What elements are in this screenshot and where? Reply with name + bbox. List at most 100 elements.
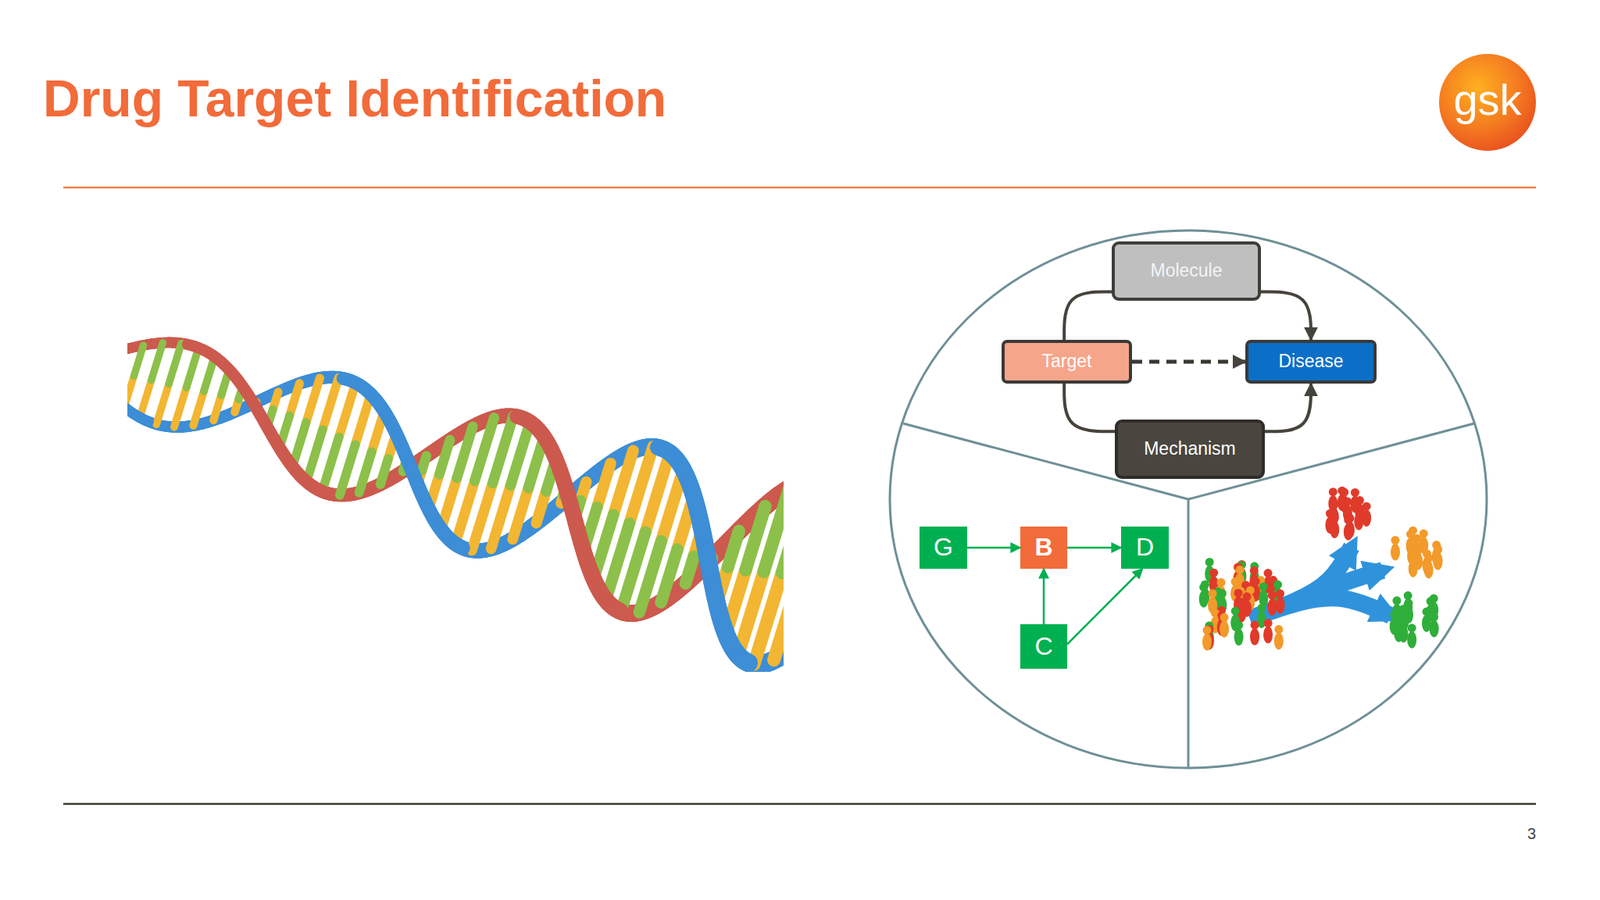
slide-title: Drug Target Identification xyxy=(42,72,667,125)
connector-arrow xyxy=(967,546,1021,550)
person-head xyxy=(1234,621,1243,630)
person-body xyxy=(1343,523,1354,541)
person-body xyxy=(1399,625,1409,643)
person-figure xyxy=(1202,625,1212,651)
footer-rule xyxy=(63,803,1536,806)
node-text: Molecule xyxy=(1150,260,1222,281)
person-head xyxy=(1414,545,1423,554)
logo-text: gsk xyxy=(1439,78,1536,122)
connector-arrow xyxy=(1042,568,1046,625)
node-text: G xyxy=(933,533,954,561)
mechanism-box: Mechanism xyxy=(1114,419,1265,479)
person-figure xyxy=(1328,487,1338,513)
helix-strand xyxy=(618,602,621,620)
person-head xyxy=(1330,513,1340,522)
disease-box: Disease xyxy=(1245,339,1377,384)
helix-strand xyxy=(461,539,464,556)
person-body xyxy=(1432,553,1443,571)
person-body xyxy=(1408,560,1418,578)
person-figure xyxy=(1407,623,1417,649)
person-body xyxy=(1234,628,1244,646)
person-figure xyxy=(1408,553,1418,579)
person-head xyxy=(1237,597,1247,607)
page-number: 3 xyxy=(1512,825,1536,842)
person-head xyxy=(1424,553,1433,563)
person-body xyxy=(1219,620,1229,638)
base-pair xyxy=(139,380,152,418)
person-body xyxy=(1353,513,1364,531)
person-head xyxy=(1362,502,1372,511)
header-rule xyxy=(63,186,1536,190)
connector-arrow xyxy=(1064,292,1112,340)
person-body xyxy=(1250,628,1260,646)
person-head xyxy=(1391,535,1400,545)
person-head xyxy=(1339,488,1349,497)
base-pair xyxy=(439,439,450,475)
person-head xyxy=(1422,607,1432,616)
person-body xyxy=(1424,560,1434,579)
person-head xyxy=(1399,617,1408,627)
person-head xyxy=(1250,566,1259,575)
person-figure xyxy=(1432,545,1443,571)
person-head xyxy=(1203,625,1212,635)
person-head xyxy=(1354,505,1364,515)
person-head xyxy=(1250,621,1260,630)
outer-circle xyxy=(889,230,1487,768)
person-head xyxy=(1343,515,1353,525)
population-split-illustration xyxy=(1199,486,1443,651)
base-pair xyxy=(596,463,611,508)
molecule-box: Molecule xyxy=(1111,241,1261,301)
person-head xyxy=(1251,577,1261,586)
person-figure xyxy=(1234,621,1244,647)
person-head xyxy=(1328,487,1338,497)
node-text: Mechanism xyxy=(1143,439,1236,459)
person-head xyxy=(1433,544,1443,554)
base-pair xyxy=(151,342,164,381)
person-head xyxy=(1429,612,1439,622)
person-figure xyxy=(1250,621,1260,647)
helix-strand xyxy=(321,485,324,499)
base-pair xyxy=(339,444,356,496)
person-body xyxy=(1274,632,1284,650)
node-text: B xyxy=(1034,533,1053,561)
person-figure xyxy=(1429,612,1440,638)
base-pair xyxy=(156,383,169,425)
person-figure xyxy=(1199,582,1209,608)
person-head xyxy=(1408,553,1418,562)
person-head xyxy=(1235,565,1244,575)
base-pair xyxy=(133,345,143,377)
person-body xyxy=(1275,596,1286,615)
person-body xyxy=(1329,521,1340,539)
base-pair xyxy=(782,481,784,573)
person-head xyxy=(1407,623,1417,633)
base-pair xyxy=(168,342,182,384)
base-pair xyxy=(322,377,339,430)
gene-node-highlight: B xyxy=(1020,526,1068,569)
gene-node: D xyxy=(1121,526,1169,569)
base-pair xyxy=(321,437,339,492)
person-head xyxy=(1350,488,1360,497)
base-pair xyxy=(457,426,473,479)
person-head xyxy=(1355,496,1365,505)
node-text: D xyxy=(1135,533,1154,561)
person-head xyxy=(1329,500,1339,510)
person-head xyxy=(1389,610,1399,619)
person-head xyxy=(1433,545,1443,554)
person-figure xyxy=(1275,589,1286,615)
person-head xyxy=(1231,607,1240,616)
person-head xyxy=(1426,596,1436,606)
person-figure xyxy=(1274,625,1284,650)
person-figure xyxy=(1219,613,1229,639)
person-head xyxy=(1208,589,1218,598)
person-head xyxy=(1400,605,1409,615)
gene-node: C xyxy=(1020,624,1068,669)
person-head xyxy=(1234,589,1243,598)
gene-node: G xyxy=(919,526,968,569)
person-head xyxy=(1220,613,1229,622)
base-pair xyxy=(127,375,134,408)
base-pair xyxy=(306,429,322,483)
person-figure xyxy=(1263,618,1273,644)
person-head xyxy=(1199,582,1208,592)
person-head xyxy=(1267,591,1277,600)
